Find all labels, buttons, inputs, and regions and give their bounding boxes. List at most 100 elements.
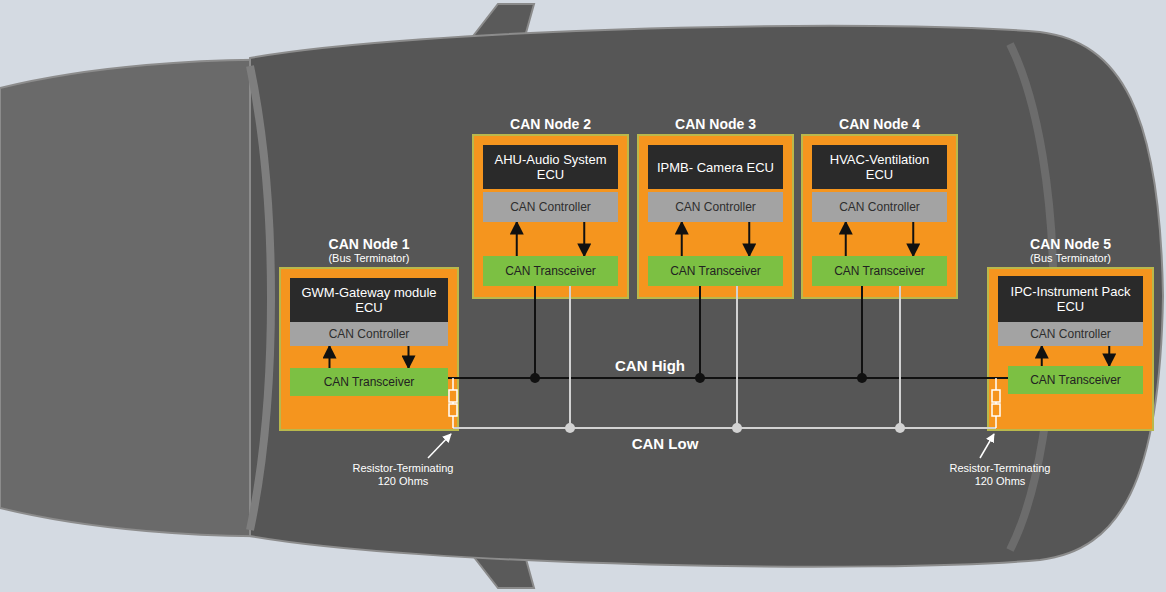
node-title: CAN Node 1	[270, 236, 468, 252]
ecu-box: IPC-Instrument Pack ECU	[998, 276, 1143, 322]
can-transceiver-box: CAN Transceiver	[483, 256, 618, 286]
node-label: GWM-Gateway module ECU	[296, 285, 442, 315]
can-low-drop	[736, 286, 738, 428]
signal-arrow	[845, 222, 847, 256]
node-heading: CAN Node 5(Bus Terminator)	[978, 236, 1163, 265]
can-node-box: CAN Node 4HVAC-Ventilation ECUCAN Contro…	[802, 135, 957, 298]
can-bus	[428, 286, 1008, 458]
node-body: CAN Controller	[290, 322, 448, 346]
node-body: CAN Controller	[998, 322, 1143, 346]
signal-arrow	[1041, 346, 1043, 366]
node-body: HVAC-Ventilation ECU	[812, 145, 947, 189]
node-label: CAN Controller	[1030, 327, 1111, 341]
node-title: CAN Node 2	[463, 116, 638, 132]
node-fills	[280, 135, 1153, 430]
node-label: CAN Controller	[329, 327, 410, 341]
ecu-box: AHU-Audio System ECU	[483, 145, 618, 189]
node-heading: CAN Node 4	[792, 116, 967, 132]
can-controller-box: CAN Controller	[483, 192, 618, 222]
bus-name: CAN High	[590, 357, 710, 374]
node-label: CAN Controller	[839, 200, 920, 214]
can-high-drop	[534, 286, 536, 378]
signal-arrow	[516, 222, 518, 256]
node-label: CAN Transceiver	[1030, 373, 1121, 387]
junction-dot	[857, 373, 867, 383]
node-body: CAN Transceiver	[648, 256, 783, 286]
node-body: CAN Controller	[812, 192, 947, 222]
can-low-drop	[899, 286, 901, 428]
node-label: CAN Transceiver	[670, 264, 761, 278]
node-body: CAN Transceiver	[290, 368, 448, 396]
node-body: IPC-Instrument Pack ECU	[998, 276, 1143, 322]
can-node-fill	[802, 135, 957, 298]
node-body: CAN Controller	[483, 192, 618, 222]
node-title: CAN Node 4	[792, 116, 967, 132]
can-node-box: CAN Node 2AHU-Audio System ECUCAN Contro…	[473, 135, 628, 298]
can-node-box: CAN Node 3IPMB- Camera ECUCAN Controller…	[638, 135, 793, 298]
node-subtitle: (Bus Terminator)	[270, 252, 468, 265]
ecu-box: IPMB- Camera ECU	[648, 145, 783, 189]
node-label: IPMB- Camera ECU	[657, 160, 774, 175]
junction-dot	[565, 423, 575, 433]
node-body: CAN Transceiver	[483, 256, 618, 286]
can-node-fill	[988, 268, 1153, 430]
resistor-symbol	[992, 378, 1000, 428]
node-title: CAN Node 5	[978, 236, 1163, 252]
leader-line	[428, 434, 451, 458]
junction-dot	[895, 423, 905, 433]
node-label: CAN Transceiver	[505, 264, 596, 278]
car-body	[250, 26, 1163, 567]
can-node-box: CAN Node 1(Bus Terminator)GWM-Gateway mo…	[280, 268, 458, 430]
can-transceiver-box: CAN Transceiver	[648, 256, 783, 286]
node-label: CAN Controller	[510, 200, 591, 214]
node-subtitle: (Bus Terminator)	[978, 252, 1163, 265]
signal-arrow	[408, 346, 410, 368]
can-controller-box: CAN Controller	[290, 322, 448, 346]
signal-arrow	[1108, 346, 1110, 366]
node-heading: CAN Node 3	[628, 116, 803, 132]
can-high-drop	[861, 286, 863, 378]
resistor-body	[992, 404, 1000, 416]
can-transceiver-box: CAN Transceiver	[290, 368, 448, 396]
node-body: IPMB- Camera ECU	[648, 145, 783, 189]
node-body: CAN Transceiver	[812, 256, 947, 286]
resistor-lead	[995, 378, 997, 428]
resistor-lead	[452, 378, 454, 428]
junction-dot	[530, 373, 540, 383]
node-body: GWM-Gateway module ECU	[290, 278, 448, 322]
ecu-box: HVAC-Ventilation ECU	[812, 145, 947, 189]
can-low-wire	[453, 427, 996, 429]
can-transceiver-box: CAN Transceiver	[1008, 366, 1143, 394]
can-node-fill	[473, 135, 628, 298]
resistor-body	[992, 390, 1000, 402]
node-label: IPC-Instrument Pack ECU	[1004, 284, 1137, 314]
can-controller-box: CAN Controller	[812, 192, 947, 222]
ecu-box: GWM-Gateway module ECU	[290, 278, 448, 322]
node-label: CAN Transceiver	[324, 375, 415, 389]
leader-line	[980, 434, 994, 458]
can-high-drop	[699, 286, 701, 378]
car-silhouette	[0, 4, 1163, 588]
signal-arrow	[748, 222, 750, 256]
node-title: CAN Node 3	[628, 116, 803, 132]
can-low-drop	[569, 286, 571, 428]
node-label: CAN Transceiver	[834, 264, 925, 278]
can-node-box: CAN Node 5(Bus Terminator)IPC-Instrument…	[988, 268, 1153, 430]
signal-arrow	[583, 222, 585, 256]
can-controller-box: CAN Controller	[998, 322, 1143, 346]
can-transceiver-box: CAN Transceiver	[812, 256, 947, 286]
signal-arrow	[912, 222, 914, 256]
node-body: CAN Transceiver	[1008, 366, 1143, 394]
can-controller-box: CAN Controller	[648, 192, 783, 222]
node-heading: CAN Node 2	[463, 116, 638, 132]
can-node-fill	[280, 268, 458, 430]
node-body: AHU-Audio System ECU	[483, 145, 618, 189]
node-label: CAN Controller	[675, 200, 756, 214]
resistor-body	[449, 390, 457, 402]
resistor-body	[449, 404, 457, 416]
resistor-label: Resistor-Terminating 120 Ohms	[343, 462, 463, 488]
node-label: HVAC-Ventilation ECU	[818, 152, 941, 182]
can-node-fill	[638, 135, 793, 298]
junction-dot	[732, 423, 742, 433]
